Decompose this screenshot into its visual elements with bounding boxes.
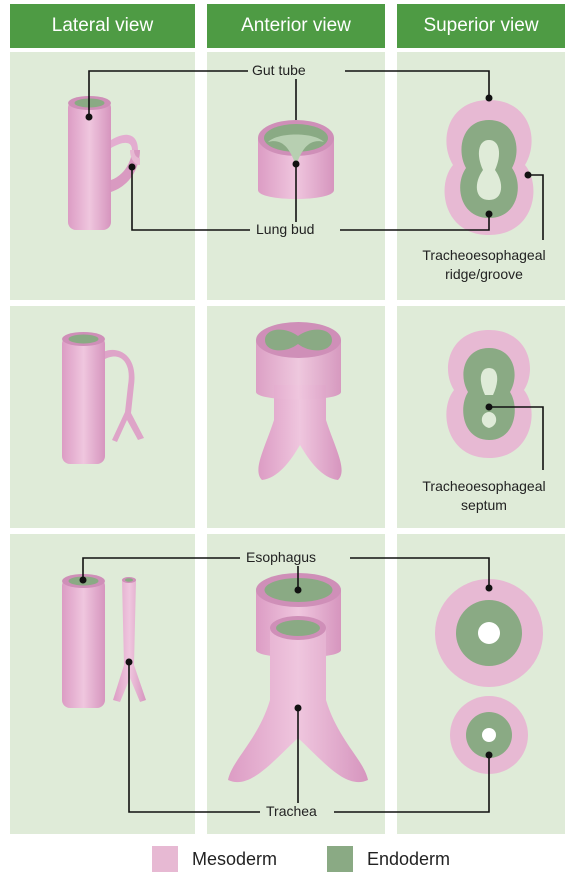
legend-swatch-endoderm bbox=[327, 846, 353, 872]
row2-anterior-gut-tube bbox=[256, 322, 342, 480]
label-ridge-line1: Tracheoesophageal bbox=[404, 247, 564, 263]
row3-superior-esophagus-cross-section bbox=[435, 579, 543, 687]
label-gut-tube: Gut tube bbox=[252, 62, 306, 78]
legend-swatch-mesoderm bbox=[152, 846, 178, 872]
row3-lateral-esophagus-trachea bbox=[62, 574, 146, 708]
legend-label-endoderm: Endoderm bbox=[367, 849, 450, 870]
row2-superior-cross-section bbox=[446, 330, 531, 458]
label-esophagus: Esophagus bbox=[246, 549, 316, 565]
legend-label-mesoderm: Mesoderm bbox=[192, 849, 277, 870]
row1-lateral-gut-tube bbox=[68, 96, 140, 230]
label-ridge-line2: ridge/groove bbox=[404, 266, 564, 282]
label-septum-line1: Tracheoesophageal bbox=[404, 478, 564, 494]
label-lung-bud: Lung bud bbox=[256, 221, 314, 237]
label-trachea: Trachea bbox=[266, 803, 317, 819]
row2-lateral-gut-tube bbox=[62, 332, 144, 464]
label-septum-line2: septum bbox=[404, 497, 564, 513]
